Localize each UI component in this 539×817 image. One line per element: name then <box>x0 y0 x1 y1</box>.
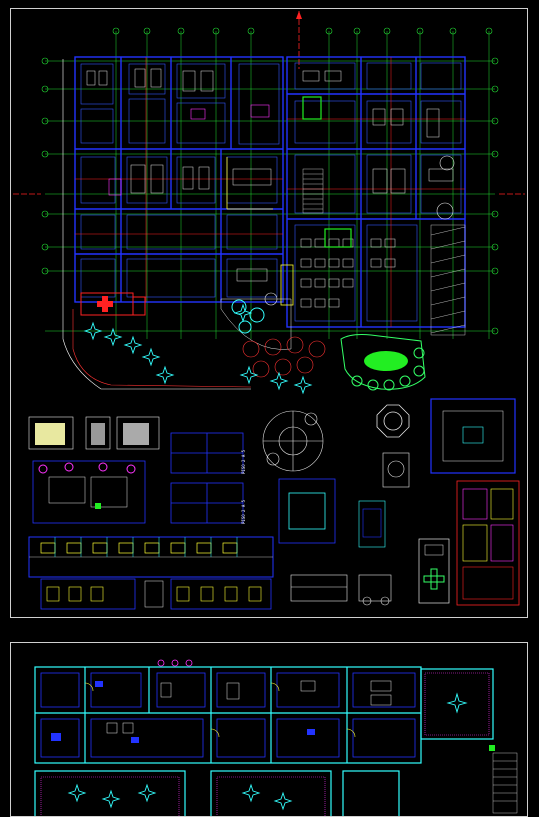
parking-ramp <box>430 224 466 336</box>
main-building-walls <box>74 56 466 328</box>
axis-arrow-top <box>296 11 302 19</box>
circulation-lines <box>75 57 465 327</box>
tree-icon <box>83 303 313 395</box>
entrance-fountain <box>436 202 454 220</box>
roundabout <box>439 155 455 171</box>
drawing-sheet-top: PISO 2 A 5 PISO 2 A 5 <box>10 8 528 618</box>
operating-room-detail <box>278 478 336 544</box>
icu-plan-colored <box>456 480 520 606</box>
room-detail-blue <box>430 398 516 474</box>
door-swings <box>84 682 356 738</box>
ward-plan-lower <box>40 578 272 610</box>
green-marker <box>489 745 495 751</box>
fixtures <box>106 680 392 734</box>
detail-label-2: PISO 2 A 5 <box>241 499 246 524</box>
symmetry-axis <box>13 11 525 195</box>
floor-plan-details <box>40 672 416 758</box>
detail-label-1: PISO 2 A 5 <box>241 449 246 474</box>
site-boundary <box>62 59 251 390</box>
octagon-room-plan <box>376 404 410 438</box>
road-curve <box>72 309 252 388</box>
cad-drawing-top: PISO 2 A 5 PISO 2 A 5 <box>13 11 525 610</box>
furniture-blocks <box>86 68 454 282</box>
floor-detail-plans <box>170 432 244 524</box>
inner-partitions <box>80 62 462 322</box>
vehicle-elevation <box>290 574 392 606</box>
cad-drawing-bottom <box>34 659 518 816</box>
small-equipment-detail <box>382 452 410 488</box>
terrace-umbrellas <box>242 336 326 378</box>
round-pavilion-plan <box>262 410 324 472</box>
grid-bubbles <box>41 27 499 335</box>
waiting-seats <box>300 238 396 308</box>
side-stair <box>492 752 518 814</box>
ambulance-icon <box>80 292 146 316</box>
bed-detail <box>358 500 386 548</box>
ambulance-plan-icon <box>418 538 450 604</box>
elevation-thumbnails <box>28 416 160 450</box>
magenta-accents <box>108 104 270 196</box>
drawing-sheet-bottom <box>10 642 528 817</box>
atrium-planters <box>40 672 490 816</box>
tree-icon <box>67 692 468 811</box>
column-markers <box>157 659 193 667</box>
light-well <box>324 228 352 248</box>
garden-plaza <box>220 292 292 350</box>
furniture-blue <box>51 681 315 743</box>
yellow-accents <box>226 157 294 306</box>
stairs <box>302 168 324 214</box>
floor-plan-walls <box>34 666 494 816</box>
green-garden <box>340 334 426 391</box>
ward-plan-strip <box>28 536 274 578</box>
elevator-core <box>302 96 322 120</box>
wing-plan-detail <box>32 460 146 524</box>
